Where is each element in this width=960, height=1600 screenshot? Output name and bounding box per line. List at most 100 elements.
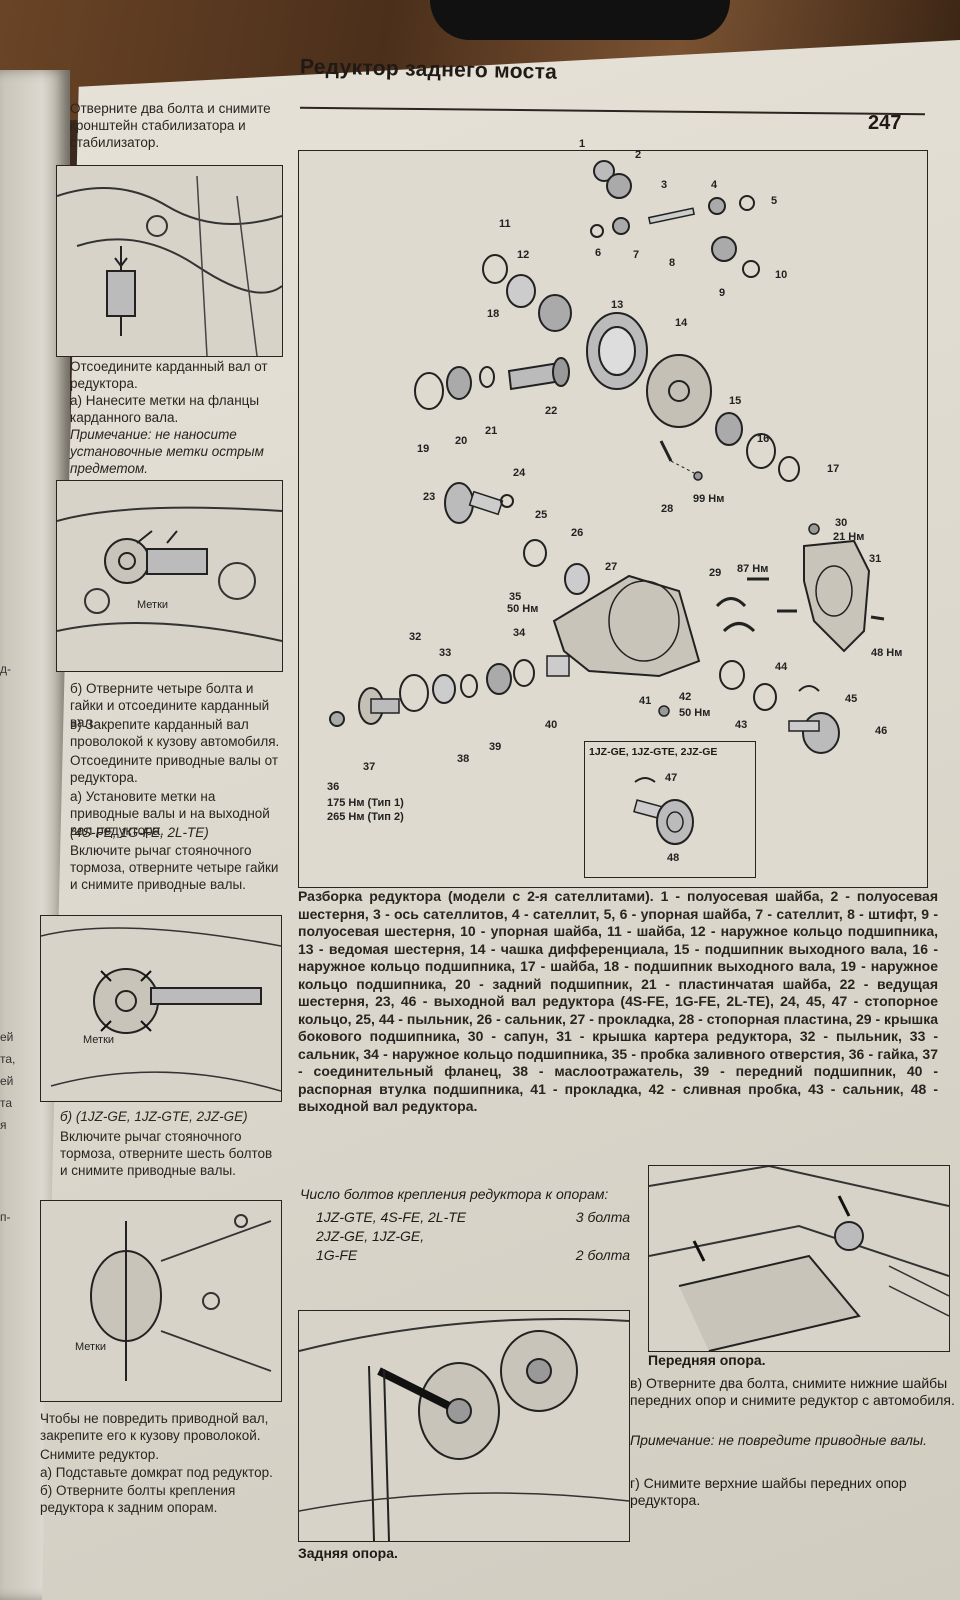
part-label: 25 [535,509,548,521]
model-note: (4S-FE, 1G-FE, 2L-TE) [70,825,209,840]
torque-label: 50 Нм [679,707,711,719]
figure-axle-marks: Метки [40,915,282,1102]
diagram-caption: Разборка редуктора (модели с 2-я сателли… [298,888,938,1114]
part-label: 3 [661,179,668,191]
torque-label: 175 Нм (Тип 1) [327,797,404,809]
part-label: 23 [423,491,436,503]
part-label: 43 [735,719,748,731]
part-label: 10 [775,269,788,281]
left-page-fragment: та, [0,1052,16,1066]
part-label: 22 [545,405,558,417]
part-label: 17 [827,463,840,475]
part-label: 19 [417,443,430,455]
figure-rear-support [298,1310,630,1542]
dark-object [430,0,730,40]
left-page-fragment: д- [0,662,11,676]
part-label: 1 [579,138,586,150]
step-text: Отсоедините приводные валы от редуктора. [70,753,278,785]
step-text: в) Закрепите карданный вал проволокой к … [70,717,280,749]
step-text: Отсоедините карданный вал от редуктора. [70,359,268,391]
axle-illustration [41,927,281,1092]
step-text: а) Подставьте домкрат под редуктор. [40,1465,273,1480]
part-label: 8 [669,257,676,269]
part-label: 46 [875,725,888,737]
part-label: 33 [439,647,452,659]
part-label: 30 [835,517,848,529]
step-text: г) Снимите верхние шайбы передних опор р… [630,1475,907,1508]
part-label: 44 [775,661,788,673]
step-text: в) Отверните два болта, снимите нижние ш… [630,1375,955,1408]
part-label: 7 [633,249,640,261]
step-text: Снимите редуктор. [40,1447,160,1462]
part-label: 16 [757,433,770,445]
bolts-models: 1JZ-GTE, 4S-FE, 2L-TE [316,1209,467,1225]
part-label: 40 [545,719,558,731]
inset-model-variant: 1JZ-GE, 1JZ-GTE, 2JZ-GE 47 48 [584,741,756,878]
torque-label: 99 Нм [693,493,725,505]
marks-label: Метки [137,599,169,611]
torque-label: 87 Нм [737,563,769,575]
part-label: 37 [363,761,376,773]
bolts-row: 1G-FE 2 болта [300,1246,630,1265]
part-label: 9 [719,287,726,299]
part-label: 12 [517,249,530,261]
part-label: 34 [513,627,526,639]
part-label: 48 [667,852,680,864]
note-text: Примечание: не наносите установочные мет… [70,427,264,476]
figure-front-support [648,1165,950,1352]
left-page-fragment: та [0,1096,13,1110]
part-label: 4 [711,179,718,191]
rear-support-label: Задняя опора. [298,1545,398,1561]
part-label: 39 [489,741,502,753]
part-label: 15 [729,395,742,407]
figure-stabilizer [56,165,283,357]
part-label: 24 [513,467,526,479]
step-text: Включите рычаг стояночного тормоза, отве… [60,1129,273,1178]
step-text: Отверните два болта и снимите кронштейн … [70,101,271,150]
part-label: 31 [869,553,882,565]
exploded-diagram: 1 2 3 4 5 6 7 8 9 10 11 12 13 14 15 16 1… [298,138,928,888]
driveshaft-illustration [57,506,282,642]
note-text: Примечание: не повредите приводные валы. [630,1432,928,1448]
step-text: Включите рычаг стояночного тормоза, отве… [70,843,279,892]
part-label: 6 [595,247,602,259]
torque-label: 50 Нм [507,603,539,615]
torque-label: 21 Нм [833,531,865,543]
part-label: 28 [661,503,674,515]
figure-axle-wire: Метки [40,1200,282,1402]
part-label: 41 [639,695,652,707]
part-label: 36 [327,781,340,793]
part-label: 29 [709,567,722,579]
part-label: 35 [509,591,522,603]
front-support-label: Передняя опора. [648,1352,766,1368]
inset-title: 1JZ-GE, 1JZ-GTE, 2JZ-GE [589,746,718,758]
part-label: 26 [571,527,584,539]
part-label: 32 [409,631,422,643]
part-label: 45 [845,693,858,705]
left-page-fragment: я [0,1118,7,1132]
inset-shaft-drawing [633,777,694,845]
part-label: 11 [499,218,511,230]
rear-support-illustration [299,1318,629,1541]
part-label: 13 [611,299,624,311]
left-page-fragment: ей [0,1074,14,1088]
bolts-models: 1G-FE [316,1247,358,1263]
part-label: 47 [665,772,678,784]
bolts-count: 2 болта [575,1247,630,1263]
step-text: б) Отверните четыре болта и гайки и отсо… [70,681,270,730]
part-label: 5 [771,195,778,207]
step-text: а) Нанесите метки на фланцы карданного в… [70,393,260,425]
model-note: б) (1JZ-GE, 1JZ-GTE, 2JZ-GE) [60,1109,248,1124]
bolts-row: 1JZ-GTE, 4S-FE, 2L-TE 3 болта [300,1208,630,1227]
marks-label: Метки [75,1341,107,1353]
torque-label: 48 Нм [871,647,903,659]
page-number: 247 [868,112,902,134]
part-label: 38 [457,753,470,765]
exploded-parts-drawing [329,160,885,754]
bolts-count: 3 болта [575,1209,630,1225]
part-label: 21 [485,425,498,437]
figure-driveshaft-marks: Метки [56,480,283,672]
part-label: 2 [635,149,642,161]
bolt-count-table: Число болтов крепления редуктора к опора… [300,1185,630,1265]
